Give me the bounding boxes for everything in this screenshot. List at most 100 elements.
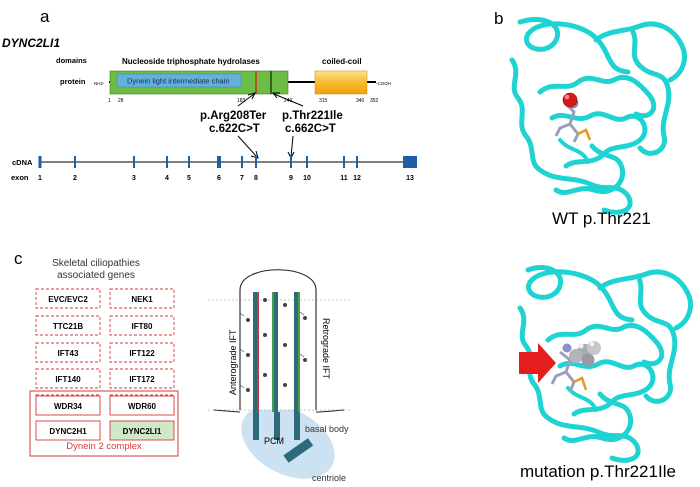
mutant-caption: mutation p.Thr221Ile bbox=[520, 462, 676, 481]
gene-box-wdr34 bbox=[35, 395, 101, 416]
gene-label-dync2h1: DYNC2H1 bbox=[49, 427, 87, 436]
gene-box-ift172 bbox=[109, 368, 175, 389]
gene-box-evc-evc2 bbox=[35, 288, 101, 309]
cooh-terminus-label: -COOH bbox=[376, 81, 391, 86]
gene-box-dync2li1 bbox=[109, 420, 175, 441]
ift-particles bbox=[246, 298, 307, 392]
wt-caption: WT p.Thr221 bbox=[552, 209, 651, 228]
coiled-coil-label: coiled-coil bbox=[322, 57, 362, 66]
exon-5-block bbox=[188, 156, 190, 168]
exon-6-number: 6 bbox=[217, 175, 221, 182]
dynein-2-complex-frame bbox=[29, 390, 179, 457]
exon-12-block bbox=[356, 156, 358, 168]
gene-label-ift140: IFT140 bbox=[55, 375, 81, 384]
exon-8-block bbox=[255, 156, 257, 168]
mutation-pointer-arrow bbox=[519, 343, 556, 383]
arrow-mut1-cdna bbox=[237, 135, 258, 158]
aa-pos-1: 1 bbox=[108, 98, 111, 104]
aa-pos-240: 240 bbox=[284, 98, 293, 104]
gene-box-ift122 bbox=[109, 342, 175, 363]
dlic-domain-box bbox=[116, 73, 242, 88]
gene-label-ttc21b: TTC21B bbox=[53, 322, 83, 331]
exon-11-block bbox=[343, 156, 345, 168]
exon-1-number: 1 bbox=[38, 175, 42, 182]
exon-10-block bbox=[306, 156, 308, 168]
gene-label-ift172: IFT172 bbox=[129, 375, 155, 384]
gene-box-dync2h1 bbox=[35, 420, 101, 441]
exon-6-block bbox=[217, 156, 221, 168]
exon-13-block bbox=[403, 156, 417, 168]
exon-2-block bbox=[74, 156, 76, 168]
gene-box-ift43 bbox=[35, 342, 101, 363]
pcm-cloud bbox=[241, 405, 335, 479]
mutant-residue-sticks bbox=[550, 343, 588, 393]
mutant-protein-structure bbox=[517, 265, 693, 463]
panel-c: c Skeletal ciliopathies associated genes… bbox=[14, 249, 350, 483]
exon-9-number: 9 bbox=[289, 175, 293, 182]
exon-10-number: 10 bbox=[303, 175, 311, 182]
exon-4-block bbox=[166, 156, 168, 168]
exon-1-block bbox=[38, 156, 42, 168]
exon-11-number: 11 bbox=[340, 175, 348, 182]
aa-pos-28: 28 bbox=[118, 98, 124, 104]
nh2-terminus-label: NH2- bbox=[94, 81, 105, 86]
coiled-coil-box bbox=[314, 70, 368, 95]
exon-2-number: 2 bbox=[73, 175, 77, 182]
anterograde-ift-label: Anterograde IFT bbox=[228, 329, 238, 395]
centriole-shape bbox=[283, 438, 314, 463]
pcm-label: PCM bbox=[264, 436, 284, 446]
gene-label-nek1: NEK1 bbox=[131, 295, 153, 304]
aa-pos-352: 352 bbox=[370, 98, 379, 104]
basal-body-label: basal body bbox=[305, 424, 349, 434]
gene-list-title-line-1: Skeletal ciliopathies bbox=[52, 258, 140, 269]
dlic-domain-label: Dynein light intermediate chain bbox=[127, 77, 230, 86]
basal-body-left bbox=[253, 412, 259, 440]
aa-pos-340: 340 bbox=[356, 98, 365, 104]
panel-b: b WT p.Thr221 bbox=[494, 9, 693, 481]
retrograde-ift-label: Retrograde IFT bbox=[321, 318, 331, 380]
arrow-mut2-cdna bbox=[290, 135, 294, 158]
gene-label-dync2li1: DYNC2LI1 bbox=[123, 427, 162, 436]
arrow-mut1-protein bbox=[237, 93, 255, 107]
exon-7-block bbox=[241, 156, 243, 168]
exon-3-block bbox=[133, 156, 135, 168]
panel-a: a DYNC2LI1 domains protein Nucleoside tr… bbox=[2, 7, 417, 182]
gene-label-ift80: IFT80 bbox=[132, 322, 153, 331]
panel-a-letter: a bbox=[40, 7, 50, 26]
dynein-2-complex-label: Dynein 2 complex bbox=[66, 441, 142, 452]
exon-9-block bbox=[290, 156, 292, 168]
mutation-2-cdna: c.662C>T bbox=[285, 123, 336, 135]
exon-12-number: 12 bbox=[353, 175, 361, 182]
gene-box-ift80 bbox=[109, 315, 175, 336]
gene-label-wdr34: WDR34 bbox=[54, 402, 83, 411]
protein-row-label: protein bbox=[60, 77, 86, 86]
mutation-2-protein: p.Thr221Ile bbox=[282, 110, 343, 122]
exon-3-number: 3 bbox=[132, 175, 136, 182]
mutation-1-protein: p.Arg208Ter bbox=[200, 110, 267, 122]
nth-domain-label: Nucleoside triphosphate hydrolases bbox=[122, 57, 260, 66]
gene-name: DYNC2LI1 bbox=[2, 36, 60, 50]
gene-box-ttc21b bbox=[35, 315, 101, 336]
wt-protein-structure bbox=[509, 16, 687, 215]
gene-list-title-line-2: associated genes bbox=[57, 270, 135, 281]
mutant-ile221-spheres bbox=[569, 341, 601, 367]
panel-b-letter: b bbox=[494, 9, 503, 28]
arrow-mut2-protein bbox=[273, 93, 304, 107]
centriole-label: centriole bbox=[312, 473, 346, 483]
exon-5-number: 5 bbox=[187, 175, 191, 182]
axoneme-right-b bbox=[294, 292, 298, 412]
cilium-diagram: Anterograde IFT Retrograde IFT PCM basal… bbox=[208, 269, 350, 483]
aa-pos-315: 315 bbox=[319, 98, 328, 104]
aa-pos-183: 183 bbox=[237, 98, 246, 104]
domains-row-label: domains bbox=[56, 56, 87, 65]
gene-label-ift43: IFT43 bbox=[58, 349, 79, 358]
exon-8-number: 8 bbox=[254, 175, 258, 182]
exon-7-number: 7 bbox=[240, 175, 244, 182]
gene-label-evc-evc2: EVC/EVC2 bbox=[48, 295, 88, 304]
axoneme-right-a bbox=[274, 292, 278, 412]
gene-label-ift122: IFT122 bbox=[129, 349, 155, 358]
wt-thr221-sphere bbox=[562, 92, 578, 108]
